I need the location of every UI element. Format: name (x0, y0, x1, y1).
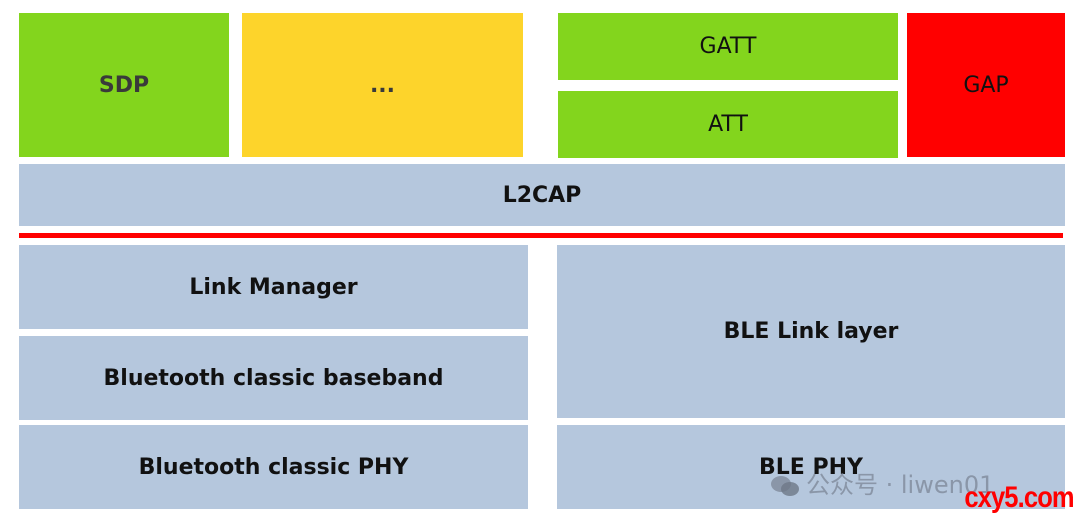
watermark: 公众号 · liwen01 (770, 465, 994, 500)
classic-phy-label: Bluetooth classic PHY (138, 454, 409, 480)
att-block: ATT (558, 91, 898, 158)
gatt-label: GATT (699, 34, 757, 59)
ble-link-layer-block: BLE Link layer (557, 245, 1065, 418)
classic-phy-block: Bluetooth classic PHY (19, 425, 528, 509)
gap-block: GAP (907, 13, 1065, 157)
wechat-icon (771, 476, 799, 496)
brand-logo-text: cxy5.com (964, 481, 1075, 514)
classic-baseband-label: Bluetooth classic baseband (103, 365, 444, 391)
other-protocols-block: ... (242, 13, 523, 157)
classic-baseband-block: Bluetooth classic baseband (19, 336, 528, 420)
other-protocols-label: ... (369, 72, 396, 98)
gatt-block: GATT (558, 13, 898, 80)
ble-link-layer-label: BLE Link layer (723, 319, 899, 344)
host-controller-divider (19, 233, 1063, 238)
gap-label: GAP (963, 72, 1009, 98)
link-manager-label: Link Manager (189, 274, 358, 300)
watermark-text: 公众号 · liwen01 (806, 471, 995, 499)
sdp-label: SDP (98, 72, 150, 98)
link-manager-block: Link Manager (19, 245, 528, 329)
l2cap-block: L2CAP (19, 164, 1065, 226)
ble-phy-block: BLE PHY (557, 425, 1065, 509)
att-label: ATT (708, 112, 748, 137)
l2cap-label: L2CAP (502, 182, 582, 208)
sdp-block: SDP (19, 13, 229, 157)
ble-phy-label: BLE PHY (759, 454, 863, 480)
